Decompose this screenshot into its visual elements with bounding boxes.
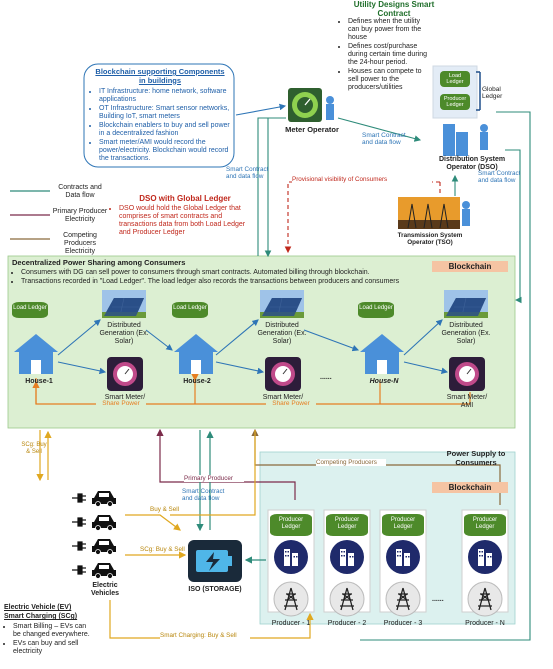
- producer-ledger-cylinder: Producer Ledger: [464, 514, 506, 536]
- dg-label: Distributed Generation (Ex. Solar): [257, 322, 307, 346]
- ellipsis: ......: [320, 374, 332, 381]
- decentralized-bullet: Consumers with DG can sell power to cons…: [21, 269, 432, 277]
- flow-meter-dso: [257, 117, 422, 258]
- flow-blockchain-meter: [235, 103, 287, 116]
- utility-bullet: Defines when the utility can buy power f…: [348, 18, 431, 42]
- dg-label: Distributed Generation (Ex. Solar): [99, 322, 149, 346]
- ev-label: Electric Vehicles: [90, 582, 120, 598]
- share-power-flows: [32, 374, 471, 405]
- blockchain-tag: Blockchain: [432, 482, 508, 493]
- iso-label: ISO (STORAGE): [188, 586, 242, 593]
- component-bullet: Blockchain enablers to buy and sell powe…: [99, 122, 230, 138]
- producer-label: Producer - N: [465, 620, 505, 627]
- dso-icon: [432, 65, 488, 156]
- blockchain-tag: Blockchain: [432, 261, 508, 272]
- ev-icons: [71, 490, 117, 579]
- load-ledger-cylinder: Load Ledger: [358, 302, 394, 318]
- producer-ledger-label: Producer Ledger: [443, 96, 467, 109]
- smart-meter-icon: [448, 356, 486, 392]
- scg-buy-sell-label: SCg: Buy & Sell: [21, 442, 47, 455]
- power-tower-icon: [273, 581, 309, 617]
- house-flows: [57, 319, 449, 375]
- ev-section-title: Electric Vehicle (EV): [4, 604, 72, 611]
- house-label: House-2: [183, 378, 211, 385]
- decentralized-bullet: Transactions recorded in "Load Ledger". …: [21, 278, 432, 286]
- decentralized-panel: [7, 255, 516, 429]
- power-tower-icon: [329, 581, 365, 617]
- house-label: House-1: [25, 378, 53, 385]
- dso-global-title: DSO with Global Ledger: [139, 194, 231, 203]
- legend-contracts: Contracts and Data flow: [58, 184, 102, 200]
- blockchain-components-title: Blockchain supporting Components in buil…: [95, 67, 225, 85]
- share-power-label: Share Power: [266, 400, 316, 408]
- legend-competing: Competing Producers Electricity: [63, 232, 97, 256]
- dso-global-bullet: DSO would hold the Global Ledger that co…: [119, 205, 255, 237]
- load-ledger-label: Load Ledger: [446, 73, 464, 86]
- smart-charging-label: Smart Charging: Buy & Sell: [160, 632, 250, 640]
- flow-dso-right: [360, 111, 531, 641]
- ev-bullet: Smart Billing – EVs can be changed every…: [13, 623, 90, 639]
- legend-primary: Primary Producer Electricity: [52, 208, 108, 224]
- tso-label: Transmission System Operator (TSO): [397, 232, 463, 247]
- tso-icon: [398, 197, 470, 229]
- component-bullet: OT Infrastructure: Smart sensor networks…: [99, 105, 230, 121]
- dso-global-bullets: DSO would hold the Global Ledger that co…: [110, 205, 255, 238]
- provisional-label: Provisional visibility of Consumers: [292, 176, 432, 184]
- producer-ellipsis: ......: [432, 596, 444, 603]
- solar-panel-icon: [101, 289, 147, 319]
- buy-sell-label: Buy & Sell: [150, 506, 180, 513]
- solar-panel-icon: [443, 289, 489, 319]
- smart-contract-flow-label: Smart Contract and data flow: [226, 166, 269, 181]
- decentralized-bullets: Consumers with DG can sell power to cons…: [12, 269, 432, 287]
- dso-label: Distribution System Operator (DSO): [438, 156, 506, 172]
- load-ledger-cylinder: Load Ledger: [172, 302, 208, 318]
- share-power-label: Share Power: [96, 400, 146, 408]
- component-bullet: Smart meter/AMI would record the power/e…: [99, 139, 230, 163]
- smart-contract-flow-label: Smart Contract and data flow: [182, 488, 225, 503]
- factory-icon: [386, 540, 420, 574]
- blockchain-components-list: IT Infrastructure: home network, softwar…: [90, 88, 230, 164]
- producer-label: Producer - 3: [383, 620, 423, 627]
- blockchain-components-box: [83, 63, 235, 168]
- global-ledger-label: Global Ledger: [482, 86, 503, 101]
- producer-ledger-cylinder: Producer Ledger: [382, 514, 424, 536]
- competing-producers-label: Competing Producers: [316, 459, 386, 467]
- primary-producer-label: Primary Producer: [184, 475, 244, 483]
- power-tower-icon: [467, 581, 503, 617]
- decentralized-title: Decentralized Power Sharing among Consum…: [12, 258, 186, 267]
- battery-storage-icon: [188, 540, 242, 582]
- utility-bullets: Defines when the utility can buy power f…: [339, 18, 431, 93]
- ev-section-bullets: Smart Billing – EVs can be changed every…: [4, 623, 90, 657]
- ev-bullet: EVs can buy and sell electricity: [13, 640, 90, 656]
- utility-bullet: Houses can compete to sell power to the …: [348, 68, 431, 92]
- factory-icon: [274, 540, 308, 574]
- utility-bullet: Defines cost/purchase during certain tim…: [348, 43, 431, 67]
- smart-meter-label: Smart Meter/ AMI: [446, 394, 488, 410]
- factory-icon: [468, 540, 502, 574]
- power-tower-icon: [385, 581, 421, 617]
- dg-label: Distributed Generation (Ex. Solar): [441, 322, 491, 346]
- meter-operator-icon: [288, 88, 334, 122]
- meter-operator-label: Meter Operator: [285, 125, 339, 134]
- ev-section-subtitle: Smart Charging (SCg): [4, 613, 78, 620]
- solar-panel-icon: [259, 289, 305, 319]
- producer-label: Producer - 1: [271, 620, 311, 627]
- house-label: House-N: [369, 378, 399, 385]
- producer-ledger-cylinder: Producer Ledger: [270, 514, 312, 536]
- producer-ledger-cylinder: Producer Ledger: [326, 514, 368, 536]
- factory-icon: [330, 540, 364, 574]
- smart-contract-flow-label: Smart Contract and data flow: [478, 170, 521, 185]
- load-ledger-cylinder: Load Ledger: [12, 302, 48, 318]
- smart-meter-icon: [106, 356, 144, 392]
- component-bullet: IT Infrastructure: home network, softwar…: [99, 88, 230, 104]
- producer-label: Producer - 2: [327, 620, 367, 627]
- smart-contract-flow-label: Smart Contract and data flow: [362, 132, 406, 147]
- power-supply-label: Power Supply to Consumers: [446, 449, 506, 467]
- smart-meter-icon: [264, 356, 302, 392]
- scg-buy-sell-label: SCg: Buy & Sell: [140, 546, 185, 553]
- utility-title: Utility Designs Smart Contract: [353, 0, 435, 19]
